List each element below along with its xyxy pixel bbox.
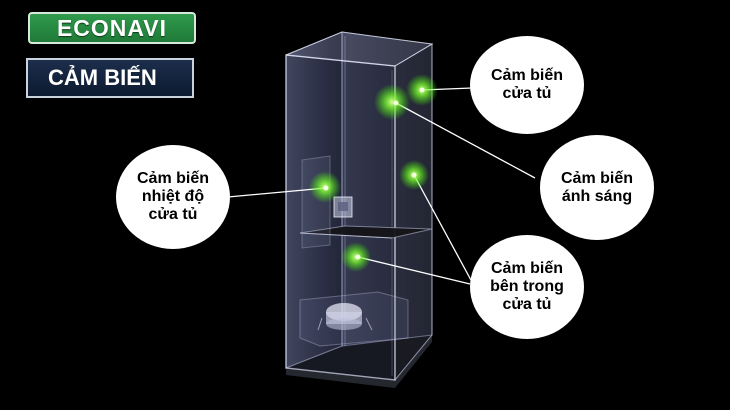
inner-sensor-callout: Cảm biến bên trong cửa tủ [470,235,584,339]
temperature-sensor-callout: Cảm biến nhiệt độ cửa tủ [116,145,230,249]
sensor-title-badge: CẢM BIẾN [26,58,194,98]
light-sensor-callout: Cảm biến ánh sáng [540,135,654,240]
inner-top-sensor-glow [374,84,410,120]
econavi-logo: ECONAVI [28,12,196,44]
fridge-top [285,31,434,67]
door-sensor-callout: Cảm biến cửa tủ [470,36,584,134]
